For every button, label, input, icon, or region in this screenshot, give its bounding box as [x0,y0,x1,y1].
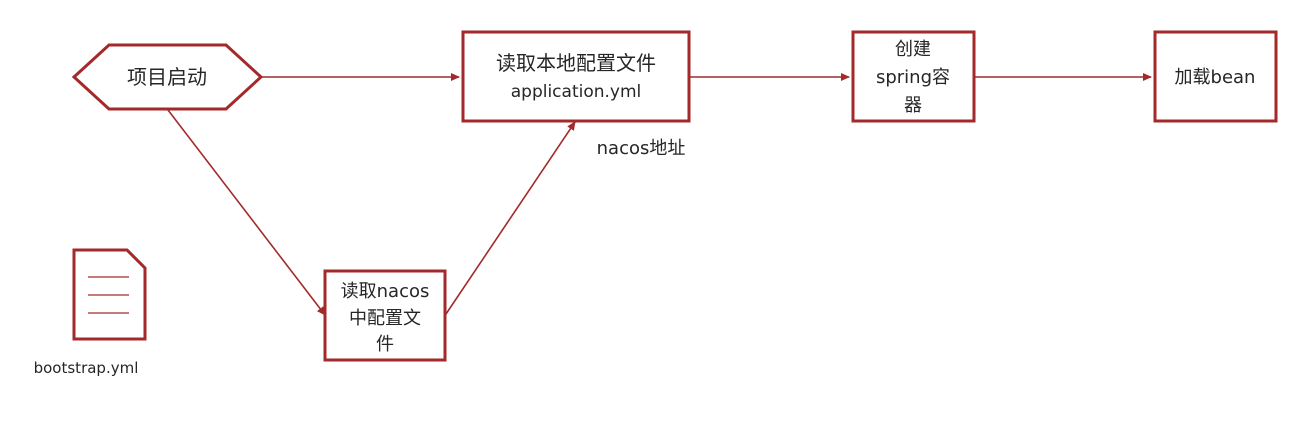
read-nacos-line-2: 中配置文 [349,308,421,329]
create-spring-line-3: 器 [904,95,922,116]
read-local-config-node: 读取本地配置文件 application.yml [461,30,691,123]
create-spring-node: 创建 spring容 器 [851,30,976,123]
arrow-read-nacos-to-read-local [445,121,576,315]
read-nacos-config-box [323,269,447,362]
bootstrap-yml-caption: bootstrap.yml [34,359,139,377]
create-spring-box [851,30,976,123]
nacos-address-label: nacos地址 [597,138,686,159]
read-nacos-line-1: 读取nacos [341,281,430,302]
read-nacos-line-3: 件 [376,334,394,355]
read-local-config-title: 读取本地配置文件 [496,51,656,75]
create-spring-line-2: spring容 [876,67,950,88]
document-icon [72,248,147,341]
start-node: 项目启动 [71,43,264,111]
read-local-config-box [461,30,691,123]
load-bean-box [1153,30,1278,123]
start-label: 项目启动 [127,65,207,89]
read-local-config-filename: application.yml [511,82,642,102]
create-spring-line-1: 创建 [895,39,931,60]
load-bean-node: 加载bean [1153,30,1278,123]
start-hexagon-shape [71,43,264,111]
read-nacos-config-node: 读取nacos 中配置文 件 [323,269,447,362]
arrow-start-to-read-nacos [167,109,326,316]
load-bean-label: 加载bean [1175,67,1256,88]
